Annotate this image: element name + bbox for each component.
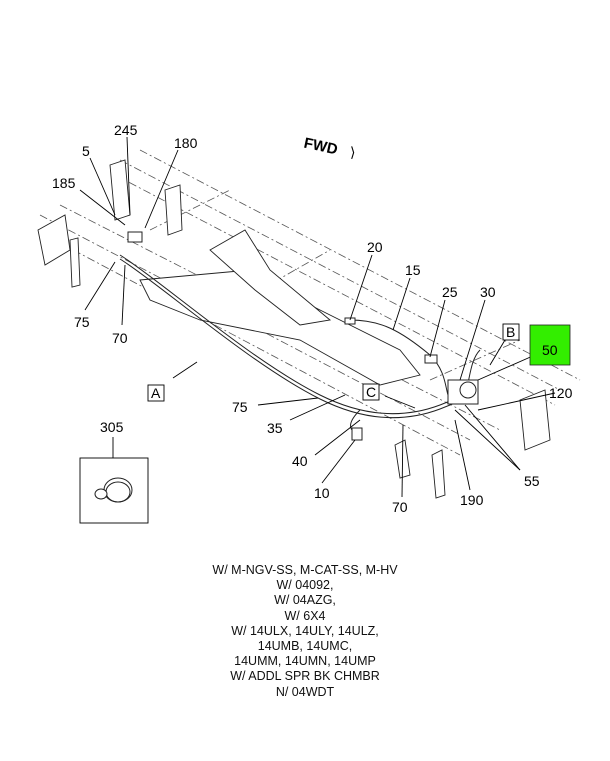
view-b-box <box>502 323 520 341</box>
applicability-notes: W/ M-NGV-SS, M-CAT-SS, M-HV W/ 04092, W/… <box>0 563 610 700</box>
callout-180: 180 <box>174 135 198 151</box>
callout-40: 40 <box>292 453 308 469</box>
fwd-direction-label: FWD <box>302 135 339 159</box>
fwd-arrow-icon: ⟩ <box>350 144 355 160</box>
callout-120: 120 <box>549 385 573 401</box>
callout-30: 30 <box>480 284 496 300</box>
callout-245: 245 <box>114 122 138 138</box>
valve-assembly <box>127 231 479 441</box>
view-c-label: C <box>366 384 376 400</box>
note-line: 14UMB, 14UMC, <box>257 639 353 654</box>
callout-20: 20 <box>367 239 383 255</box>
callout-75: 75 <box>74 314 90 330</box>
clamp-inset-box <box>79 457 149 524</box>
view-b-label: B <box>506 324 515 340</box>
callout-25: 25 <box>442 284 458 300</box>
note-line: W/ 04AZG, <box>274 593 336 608</box>
callout-55: 55 <box>524 473 540 489</box>
view-c-box <box>362 383 380 401</box>
highlighted-part-box[interactable] <box>529 324 571 366</box>
note-line: W/ M-NGV-SS, M-CAT-SS, M-HV <box>212 563 398 577</box>
note-line: W/ ADDL SPR BK CHMBR <box>230 669 380 684</box>
note-line: W/ 14ULX, 14ULY, 14ULZ, <box>231 623 379 638</box>
note-line: N/ 04WDT <box>275 684 335 699</box>
leader-lines <box>79 136 556 498</box>
callout-70: 70 <box>112 330 128 346</box>
clamp-icon <box>94 477 133 503</box>
view-a-box <box>147 384 165 402</box>
callout-190: 190 <box>460 492 484 508</box>
callout-15: 15 <box>405 262 421 278</box>
crossmember <box>37 159 551 499</box>
callout-10: 10 <box>314 485 330 501</box>
callout-5: 5 <box>82 143 90 159</box>
note-line: W/ 6X4 <box>284 608 326 623</box>
callout-50: 50 <box>542 342 558 358</box>
callout-75: 75 <box>232 399 248 415</box>
callout-185: 185 <box>52 175 76 191</box>
callout-35: 35 <box>267 420 283 436</box>
callout-70: 70 <box>392 499 408 515</box>
callout-305: 305 <box>100 419 124 435</box>
callouts: 245 5 180 185 75 70 20 15 25 30 120 75 3… <box>52 122 573 515</box>
note-line: W/ 04092, <box>276 578 334 593</box>
note-line: 14UMM, 14UMN, 14UMP <box>234 654 376 669</box>
view-a-label: A <box>151 385 161 401</box>
